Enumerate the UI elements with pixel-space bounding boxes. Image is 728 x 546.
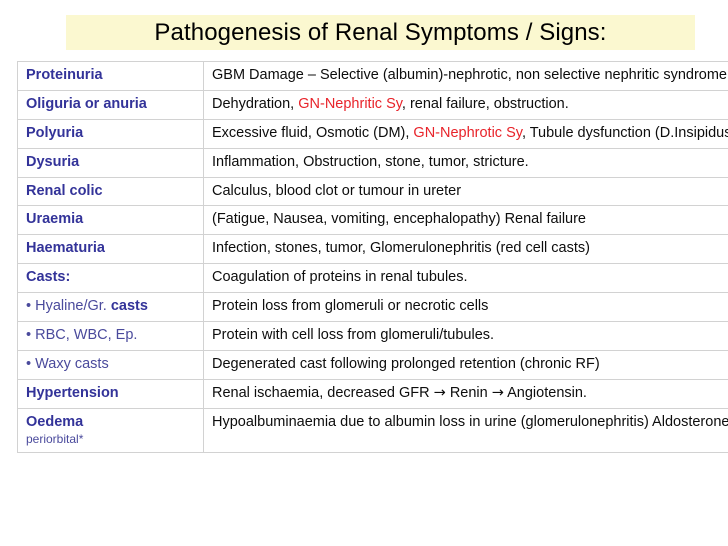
description-segment: Excessive fluid, Osmotic (DM), (212, 124, 414, 141)
table-row: • Waxy casts Degenerated cast following p… (17, 349, 728, 380)
slide-title-banner: Pathogenesis of Renal Symptoms / Signs: (66, 15, 695, 50)
description-text: Degenerated cast following prolonged ret… (212, 356, 600, 372)
term-cell: Renal colic (17, 176, 204, 207)
table-row: • RBC, WBC, Ep. Protein with cell loss fr… (17, 320, 728, 351)
page-title: Pathogenesis of Renal Symptoms / Signs: (154, 18, 607, 46)
term-cell: • Hyaline/Gr. casts (17, 292, 204, 322)
description-cell: Coagulation of proteins in renal tubules… (203, 263, 728, 293)
term-label: Haematuria (26, 240, 105, 257)
table-row: Uraemia (Fatigue, Nausea, vomiting, encep… (17, 205, 728, 236)
table-row: Hypertension Renal ischaemia, decreased G… (17, 378, 728, 409)
pathogenesis-table: Proteinuria GBM Damage – Selective (album… (17, 61, 728, 453)
table-row: Renal colic Calculus, blood clot or tumou… (17, 176, 728, 207)
description-cell: Infection, stones, tumor, Glomerulonephr… (203, 234, 728, 265)
description-text: Protein with cell loss from glomeruli/tu… (212, 327, 494, 343)
description-segment: Dehydration, (212, 95, 299, 112)
table-row: Haematuria Infection, stones, tumor, Glom… (17, 234, 728, 265)
term-cell: • Waxy casts (17, 349, 204, 380)
term-label: Oedema (26, 413, 84, 430)
term-label: Dysuria (26, 153, 80, 170)
table-row: Dysuria Inflammation, Obstruction, stone,… (17, 147, 728, 178)
description-text: Protein loss from glomeruli or necrotic … (212, 298, 488, 314)
term-cell: Oedema periorbital* (17, 407, 204, 453)
term-cell: Uraemia (17, 205, 204, 236)
description-text: GBM Damage – Selective (albumin)-nephrot… (212, 67, 728, 83)
description-segment: , renal failure, obstruction. (401, 95, 569, 112)
description-highlight: GN-Nephritic Sy (298, 95, 402, 112)
arrow-icon: → (433, 384, 446, 401)
description-segment: (Fatigue, Nausea, vomiting, encephalopat… (212, 211, 586, 228)
term-label: Renal colic (26, 182, 103, 199)
table-row: Casts: Coagulation of proteins in renal t… (17, 263, 728, 293)
table-row: Oliguria or anuria Dehydration, GN-Nephri… (17, 89, 728, 120)
description-text: Inflammation, Obstruction, stone, tumor,… (212, 154, 529, 170)
description-cell: GBM Damage – Selective (albumin)-nephrot… (203, 61, 728, 91)
term-cell: Dysuria (17, 147, 204, 178)
description-text: Renal ischaemia, decreased GFR → Renin →… (212, 385, 587, 401)
description-segment: Protein loss from glomeruli or necrotic … (212, 298, 489, 314)
term-label: • RBC, WBC, Ep. (26, 326, 138, 343)
description-segment: Degenerated cast following prolonged ret… (212, 355, 600, 372)
term-subtitle: periorbital* (26, 432, 84, 447)
term-label: Hypertension (26, 384, 119, 401)
table-row: • Hyaline/Gr. casts Protein loss from glo… (17, 292, 728, 322)
description-segment: Inflammation, Obstruction, stone, tumor,… (212, 153, 529, 170)
description-segment: Infection, stones, tumor, Glomerulonephr… (212, 240, 590, 257)
term-label: Oliguria or anuria (26, 95, 147, 112)
description-cell: Protein loss from glomeruli or necrotic … (203, 292, 728, 322)
description-text: Calculus, blood clot or tumour in ureter (212, 183, 461, 199)
term-label: • Hyaline/Gr. casts (26, 298, 148, 314)
description-cell: Protein with cell loss from glomeruli/tu… (203, 320, 728, 351)
term-label: Polyuria (26, 124, 84, 141)
table-body: Proteinuria GBM Damage – Selective (album… (17, 61, 728, 453)
term-cell: Oliguria or anuria (17, 89, 204, 120)
description-cell: Inflammation, Obstruction, stone, tumor,… (203, 147, 728, 178)
description-segment: Renal ischaemia, decreased GFR (212, 384, 434, 401)
term-cell: Hypertension (17, 378, 204, 409)
description-cell: Hypoalbuminaemia due to albumin loss in … (203, 407, 728, 453)
term-cell: Polyuria (17, 118, 204, 149)
term-label: Proteinuria (26, 67, 103, 83)
description-segment: Angiotensin. (503, 384, 587, 401)
description-cell: Degenerated cast following prolonged ret… (203, 349, 728, 380)
term-cell: Haematuria (17, 234, 204, 265)
description-cell: Dehydration, GN-Nephritic Sy, renal fail… (203, 89, 728, 120)
description-segment: Coagulation of proteins in renal tubules… (212, 269, 468, 286)
description-segment: , Tubule dysfunction (D.Insipidus) (521, 124, 728, 141)
table-row: Oedema periorbital* Hypoalbuminaemia due t… (17, 407, 728, 453)
description-segment: Calculus, blood clot or tumour in ureter (212, 182, 462, 199)
arrow-icon: → (491, 384, 504, 401)
description-text: (Fatigue, Nausea, vomiting, encephalopat… (212, 211, 586, 227)
term-label: Casts: (26, 269, 71, 286)
description-cell: Renal ischaemia, decreased GFR → Renin →… (203, 378, 728, 409)
term-label: • Waxy casts (26, 355, 109, 372)
description-text: Excessive fluid, Osmotic (DM), GN-Nephro… (212, 125, 728, 141)
description-segment: Protein with cell loss from glomeruli/tu… (212, 326, 495, 343)
description-segment: Renin (445, 384, 492, 401)
description-segment: Hypoalbuminaemia due to albumin loss in … (212, 413, 728, 430)
description-cell: Excessive fluid, Osmotic (DM), GN-Nephro… (203, 118, 728, 149)
term-label-emphasis: casts (110, 298, 148, 314)
table-row: Proteinuria GBM Damage – Selective (album… (17, 61, 728, 91)
description-text: Hypoalbuminaemia due to albumin loss in … (212, 414, 728, 430)
term-label: Uraemia (26, 211, 84, 228)
description-segment: GBM Damage – Selective (albumin)-nephrot… (212, 67, 728, 83)
description-text: Dehydration, GN-Nephritic Sy, renal fail… (212, 96, 569, 112)
description-cell: (Fatigue, Nausea, vomiting, encephalopat… (203, 205, 728, 236)
description-text: Infection, stones, tumor, Glomerulonephr… (212, 240, 590, 256)
term-cell: Proteinuria (17, 61, 204, 91)
description-highlight: GN-Nephrotic Sy (413, 124, 522, 141)
term-cell: • RBC, WBC, Ep. (17, 320, 204, 351)
table-row: Polyuria Excessive fluid, Osmotic (DM), G… (17, 118, 728, 149)
description-cell: Calculus, blood clot or tumour in ureter (203, 176, 728, 207)
term-cell: Casts: (17, 263, 204, 293)
description-text: Coagulation of proteins in renal tubules… (212, 269, 468, 285)
